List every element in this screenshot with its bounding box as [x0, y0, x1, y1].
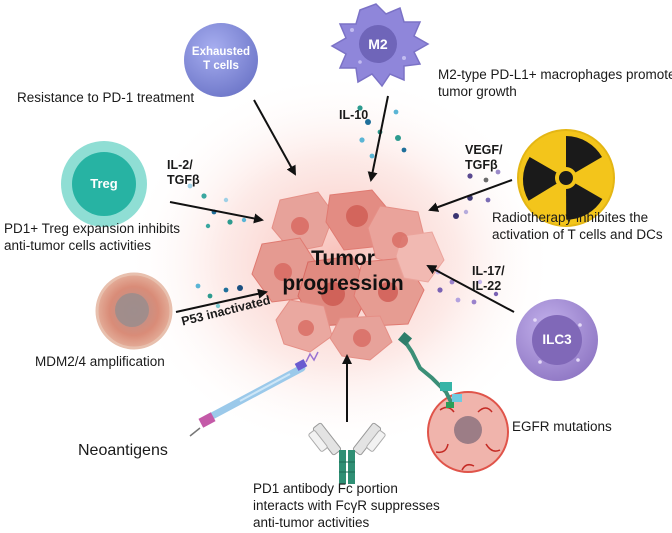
mdm2-cell-icon — [95, 272, 173, 350]
caption-egfr: EGFR mutations — [512, 419, 612, 434]
ilc3-label: ILC3 — [542, 332, 572, 347]
il2-tgfb-label: IL-2/ TGFβ — [167, 158, 200, 187]
vegf-tgfb-molecules — [453, 169, 501, 219]
arrows — [169, 95, 515, 422]
caption-mdm2: MDM2/4 amplification — [35, 354, 165, 369]
tumor-progression-title: Tumor progression — [282, 247, 404, 295]
treg-cell-icon — [61, 141, 147, 227]
treg-label: Treg — [90, 176, 118, 191]
vegf-tgfb-label: VEGF/ TGFβ — [465, 143, 503, 172]
ilc3-cell-icon — [516, 299, 598, 381]
caption-resistance: Resistance to PD-1 treatment — [17, 90, 195, 105]
il17-il22-molecules — [435, 269, 499, 305]
p53-molecules — [195, 283, 243, 309]
neoantigen-peptide-icon — [189, 351, 319, 437]
m2-label: M2 — [368, 36, 388, 52]
m2-macrophage-icon — [330, 3, 430, 88]
pd1-antibody-icon — [308, 422, 386, 484]
caption-treg: PD1+ Treg expansion inhibits anti-tumor … — [4, 221, 180, 253]
il10-label: IL-10 — [339, 108, 369, 122]
il17-il22-label: IL-17/ IL-22 — [472, 264, 505, 293]
caption-neoantigens: Neoantigens — [78, 442, 168, 459]
exhausted-t-cells-label: Exhausted T cells — [191, 46, 251, 72]
caption-radiotherapy: Radiotherapy inhibites the activation of… — [492, 210, 663, 242]
caption-m2: M2-type PD-L1+ macrophages promote tumor… — [438, 67, 672, 99]
il10-molecules — [357, 105, 407, 159]
egfr-cell-icon — [397, 331, 509, 473]
caption-pd1-antibody: PD1 antibody Fc portion interacts with F… — [253, 481, 440, 530]
exhausted-t-cell-icon — [184, 23, 258, 97]
radiation-hazard-icon — [517, 129, 615, 227]
